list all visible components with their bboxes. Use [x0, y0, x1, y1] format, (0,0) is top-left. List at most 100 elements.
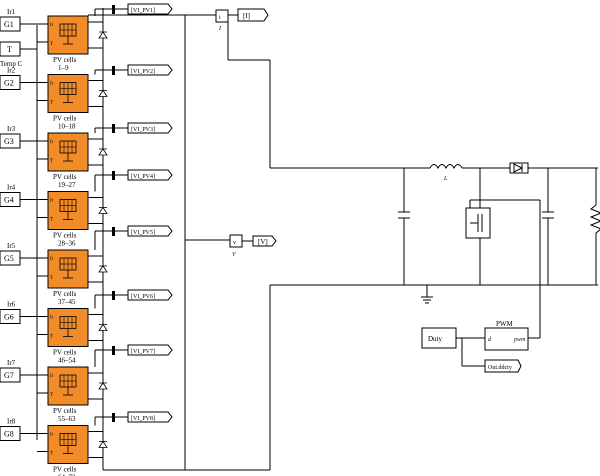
vi-mux-icon	[112, 66, 115, 75]
pv-module-range: 46–54	[58, 357, 76, 365]
pv-module-range: 28–36	[58, 240, 76, 248]
irradiance-constant-text: G3	[4, 137, 14, 146]
irradiance-constant-text: G7	[4, 371, 14, 380]
boost-diode	[509, 162, 529, 174]
vi-goto-block[interactable]	[127, 411, 173, 423]
pv-module-range: 64–72	[58, 474, 76, 476]
bypass-diode	[98, 31, 108, 39]
pv-port-t: T	[50, 335, 53, 340]
irradiance-constant-text: G1	[4, 20, 14, 29]
current-goto[interactable]	[237, 8, 269, 22]
irradiance-constant-text: G8	[4, 430, 14, 439]
irradiance-label: Ir7	[7, 359, 16, 367]
solar-panel-icon	[59, 374, 77, 396]
bypass-diode	[98, 382, 108, 390]
pv-port-ir: Ir	[50, 23, 54, 28]
pwm-block[interactable]	[484, 327, 529, 351]
current-goto-tag: [I]	[243, 12, 250, 20]
vi-mux-icon	[112, 227, 115, 236]
pv-port-ir: Ir	[50, 433, 54, 438]
pv-port-ir: Ir	[50, 316, 54, 321]
bypass-diode	[98, 89, 108, 97]
pv-port-t: T	[50, 276, 53, 281]
pv-module-name: PV cells	[53, 56, 77, 64]
vi-mux-icon	[112, 124, 115, 133]
pv-module-range: 1–9	[58, 64, 69, 72]
bypass-diode	[98, 323, 108, 331]
pv-module-name: PV cells	[53, 115, 77, 123]
irradiance-label: Ir3	[7, 125, 16, 133]
solar-panel-icon	[59, 257, 77, 279]
pv-port-t: T	[50, 101, 53, 106]
voltage-sensor[interactable]: v	[229, 234, 243, 248]
vi-goto-block[interactable]	[127, 289, 173, 301]
irradiance-label: Ir4	[7, 184, 16, 192]
duty-goto-tag: Out.ddcty	[488, 365, 512, 371]
pv-module-block[interactable]	[47, 366, 89, 406]
vi-goto-tag: [VI_PV8]	[131, 416, 155, 422]
pv-port-ir: Ir	[50, 374, 54, 379]
pv-module-range: 55–63	[58, 415, 76, 423]
pwm-port-pwm: pwm	[513, 337, 526, 343]
voltage-sensor-label: V	[232, 252, 237, 258]
vi-goto-block[interactable]	[127, 344, 173, 356]
pv-port-ir: Ir	[50, 199, 54, 204]
vi-mux-icon	[112, 346, 115, 355]
voltage-goto[interactable]	[252, 235, 277, 247]
wiring	[36, 8, 600, 471]
load-resistor	[589, 204, 600, 234]
pv-port-ir: Ir	[50, 257, 54, 262]
pv-module-name: PV cells	[53, 232, 77, 240]
vi-goto-block[interactable]	[127, 122, 173, 134]
vi-goto-block[interactable]	[127, 64, 173, 76]
vi-goto-tag: [VI_PV1]	[131, 8, 155, 14]
vi-goto-block[interactable]	[127, 3, 173, 15]
bypass-diode	[98, 265, 108, 273]
vi-mux-icon	[112, 5, 115, 14]
voltage-goto-tag: [V]	[258, 238, 268, 246]
vi-goto-tag: [VI_PV5]	[131, 230, 155, 236]
pv-module-name: PV cells	[53, 173, 77, 181]
pv-module-block[interactable]	[47, 74, 89, 113]
mosfet-switch	[465, 207, 491, 239]
solar-panel-icon	[59, 433, 77, 454]
vi-mux-icon	[112, 171, 115, 180]
svg-text:i: i	[219, 15, 221, 21]
solar-panel-icon	[59, 140, 77, 162]
pv-module-name: PV cells	[53, 290, 77, 298]
current-sensor[interactable]: i	[215, 9, 229, 23]
temp-constant-text: T	[7, 45, 12, 54]
irradiance-label: Ir6	[7, 301, 16, 309]
pv-module-name: PV cells	[53, 466, 77, 474]
pv-module-name: PV cells	[53, 407, 77, 415]
pwm-port-d: d	[488, 337, 492, 343]
irradiance-constant-text: G5	[4, 254, 14, 263]
vi-goto-block[interactable]	[127, 169, 173, 181]
irradiance-label: Ir1	[7, 8, 16, 16]
inductor	[429, 164, 463, 170]
duty-block[interactable]	[421, 327, 457, 349]
pv-port-ir: Ir	[50, 82, 54, 87]
pv-port-t: T	[50, 393, 53, 398]
duty-goto[interactable]	[484, 359, 522, 373]
irradiance-label: Ir2	[7, 67, 16, 75]
bypass-diode	[98, 206, 108, 214]
vi-goto-block[interactable]	[127, 225, 173, 237]
vi-goto-tag: [VI_PV3]	[131, 127, 155, 133]
pv-module-block[interactable]	[47, 191, 89, 230]
bypass-diode	[98, 148, 108, 156]
pv-module-range: 19–27	[58, 181, 76, 189]
vi-goto-tag: [VI_PV2]	[131, 69, 155, 75]
svg-text:v: v	[233, 240, 236, 246]
pv-port-t: T	[50, 42, 53, 47]
irradiance-label: Ir8	[7, 418, 16, 426]
solar-panel-icon	[59, 199, 77, 220]
